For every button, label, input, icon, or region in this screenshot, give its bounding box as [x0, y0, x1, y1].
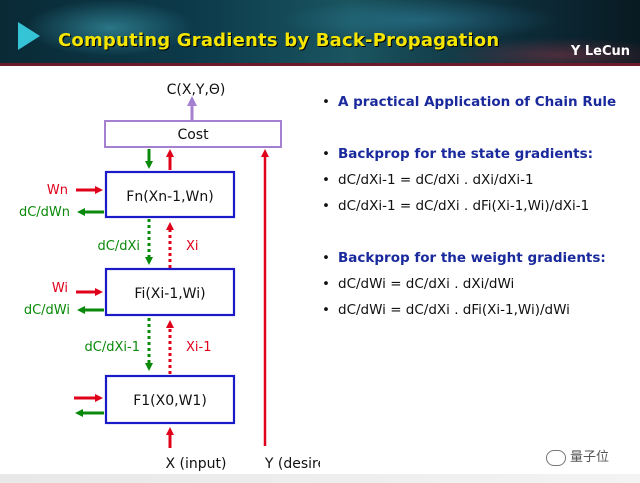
- bullet-item: •dC/dWi = dC/dXi . dFi(Xi-1,Wi)/dWi: [322, 302, 570, 318]
- bullet-item: •Backprop for the state gradients:: [322, 146, 594, 162]
- bullet-item: •A practical Application of Chain Rule: [322, 94, 617, 110]
- cost-box: [104, 120, 282, 148]
- output-label: C(X,Y,Θ): [167, 82, 226, 98]
- module-fi-label: Fi(Xi-1,Wi): [134, 286, 205, 302]
- author-label: Y LeCun: [570, 44, 630, 59]
- module-fn-label: Fn(Xn-1,Wn): [126, 189, 213, 205]
- bullet-heading-chain-rule: A practical Application of Chain Rule: [338, 94, 617, 110]
- bullet-item: •dC/dXi-1 = dC/dXi . dXi/dXi-1: [322, 172, 534, 188]
- bullet-heading-state-gradients: Backprop for the state gradients:: [338, 146, 594, 162]
- module-fn-box: [104, 170, 236, 219]
- watermark: 量子位: [546, 446, 609, 466]
- bullet-heading-weight-gradients: Backprop for the weight gradients:: [338, 250, 606, 266]
- cost-label: Cost: [177, 127, 209, 143]
- header-background-streaks: [0, 0, 640, 66]
- watermark-text: 量子位: [570, 450, 610, 465]
- dxi-label: dC/dXi: [98, 239, 140, 254]
- xi1-label: Xi-1: [186, 340, 211, 355]
- module-f1-label: F1(X0,W1): [133, 393, 207, 409]
- footer-strip: [0, 474, 640, 483]
- dwi-label: dC/dWi: [24, 303, 70, 318]
- backprop-diagram: C(X,Y,Θ) Cost Fn(Xn-1,Wn) Wn dC/dWn dC/d…: [19, 82, 320, 472]
- state-gradient-formula-1: dC/dXi-1 = dC/dXi . dXi/dXi-1: [338, 172, 534, 188]
- wn-label: Wn: [47, 183, 68, 198]
- weight-gradient-formula-1: dC/dWi = dC/dXi . dXi/dWi: [338, 276, 515, 292]
- bullet-item: •dC/dXi-1 = dC/dXi . dFi(Xi-1,Wi)/dXi-1: [322, 198, 590, 214]
- module-fi-box: [104, 267, 236, 317]
- weight-gradient-formula-2: dC/dWi = dC/dXi . dFi(Xi-1,Wi)/dWi: [338, 302, 570, 318]
- slide-header: Computing Gradients by Back-Propagation …: [0, 0, 640, 66]
- dxi1-label: dC/dXi-1: [85, 340, 140, 355]
- module-f1-box: [104, 374, 236, 425]
- wechat-icon: [546, 449, 566, 466]
- bullet-item: •dC/dWi = dC/dXi . dXi/dWi: [322, 276, 515, 292]
- x-input-label: X (input): [166, 456, 227, 472]
- xi-label: Xi: [186, 239, 199, 254]
- dwn-label: dC/dWn: [19, 205, 70, 220]
- slide-title: Computing Gradients by Back-Propagation: [58, 30, 500, 51]
- logo-triangle-icon: [18, 22, 40, 50]
- wi-label: Wi: [52, 281, 68, 296]
- bullet-item: •Backprop for the weight gradients:: [322, 250, 606, 266]
- state-gradient-formula-2: dC/dXi-1 = dC/dXi . dFi(Xi-1,Wi)/dXi-1: [338, 198, 590, 214]
- y-label: Y (desired output): [264, 456, 320, 472]
- header-divider: [0, 63, 640, 66]
